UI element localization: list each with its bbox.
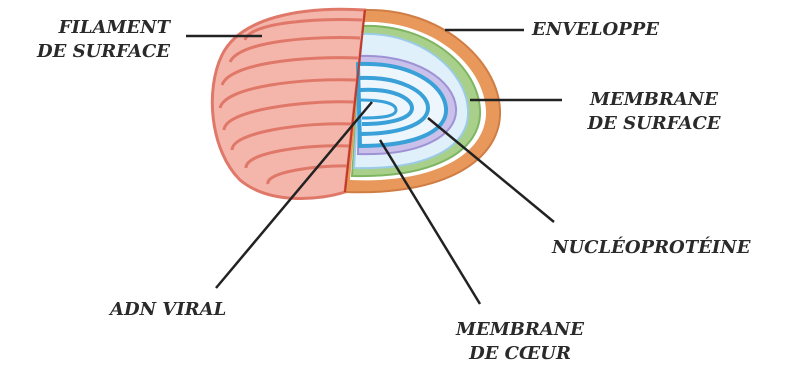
label-surface-membrane-line2: DE SURFACE [566, 112, 742, 136]
label-envelope: ENVELOPPE [532, 18, 659, 42]
label-surface-filament-line2: DE SURFACE [14, 40, 170, 64]
label-nucleoprotein: NUCLÉOPROTÉINE [552, 236, 750, 260]
label-surface-membrane: MEMBRANE DE SURFACE [566, 88, 742, 136]
label-core-membrane: MEMBRANE DE CŒUR [440, 318, 600, 366]
label-surface-membrane-line1: MEMBRANE [566, 88, 742, 112]
label-surface-filament-line1: FILAMENT [14, 16, 170, 40]
label-viral-dna: ADN VIRAL [110, 298, 226, 322]
label-core-membrane-line1: MEMBRANE [440, 318, 600, 342]
label-surface-filament: FILAMENT DE SURFACE [14, 16, 170, 64]
surface-filament-shape [212, 9, 365, 198]
label-core-membrane-line2: DE CŒUR [440, 342, 600, 366]
